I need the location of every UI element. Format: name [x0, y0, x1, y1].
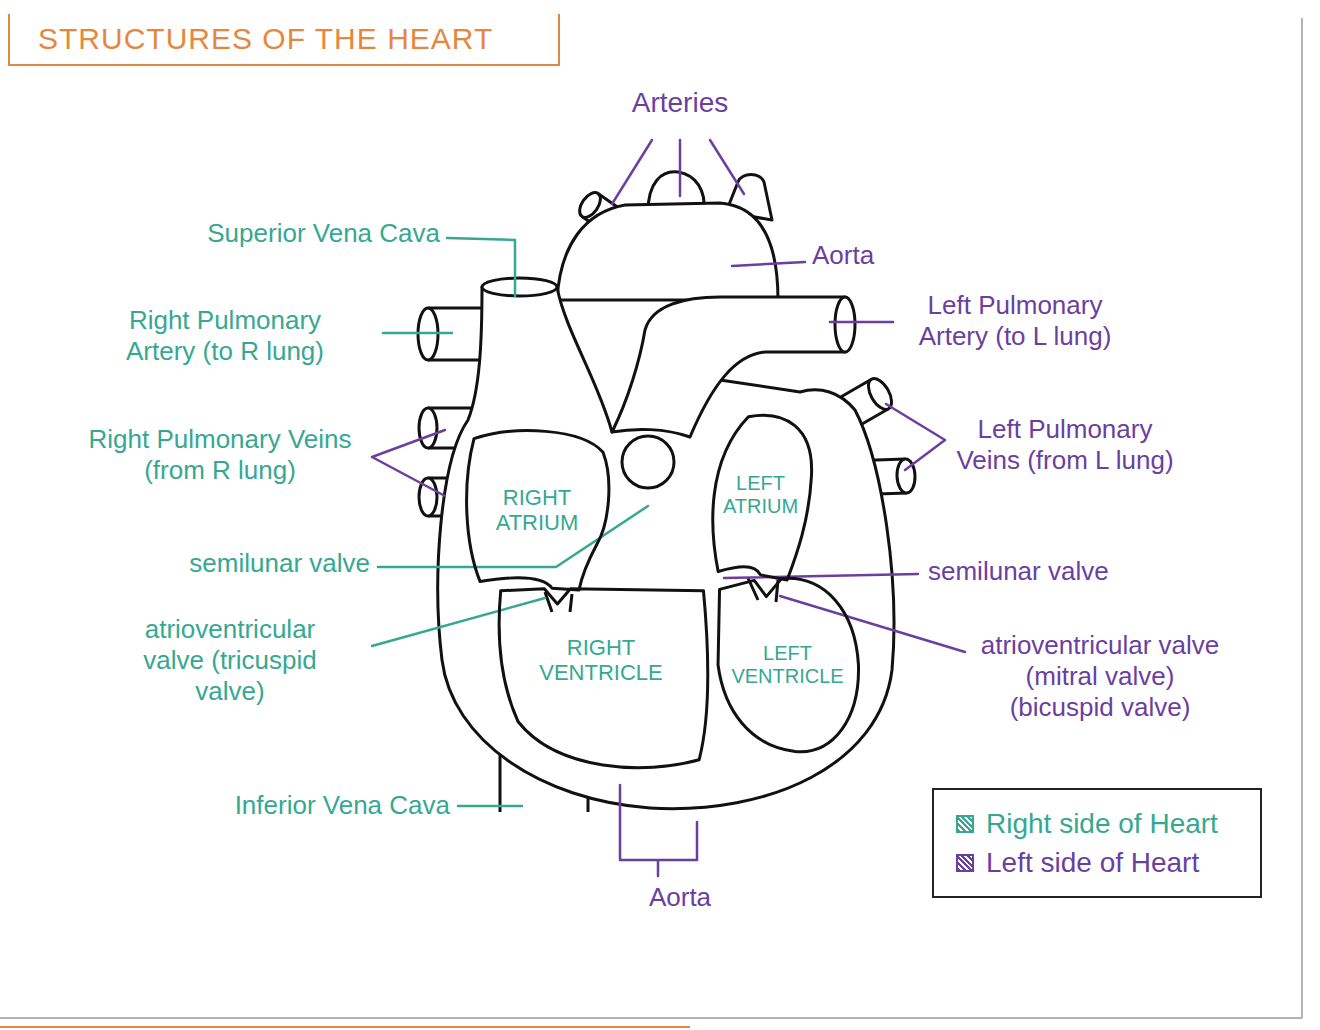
leader-line: [447, 238, 515, 296]
page-frame: [0, 1017, 1302, 1019]
bracket: [620, 785, 697, 876]
valve-label: atrioventricular valve (tricuspid valve): [120, 614, 340, 708]
legend-row: Left side of Heart: [956, 845, 1244, 880]
valve-label: atrioventricular valve (mitral valve) (b…: [975, 630, 1225, 724]
leader-line: [458, 805, 522, 808]
aortic-root: [622, 436, 674, 488]
leader-line: [724, 574, 918, 578]
chamber-label: RIGHT ATRIUM: [482, 485, 592, 536]
leader-line: [612, 140, 744, 204]
legend-box: Right side of HeartLeft side of Heart: [932, 788, 1262, 898]
leader-line: [383, 332, 452, 335]
vessel-label: Arteries: [600, 86, 760, 120]
heart-chamber: RIGHT VENTRICLE: [492, 585, 710, 775]
leader-line: [372, 430, 445, 496]
title-text: STRUCTURES OF THE HEART: [38, 22, 518, 56]
vessel-label: Inferior Vena Cava: [150, 790, 450, 821]
leader-line: [732, 262, 805, 266]
pulmonary-artery-opening: [835, 297, 855, 352]
heart-outline: [438, 287, 894, 809]
chamber-text-block: LEFT VENTRICLE: [725, 642, 850, 688]
aortic-arch: [557, 203, 778, 300]
vessel-label: Right Pulmonary Veins (from R lung): [85, 424, 355, 486]
vessel-label: Aorta: [620, 882, 740, 913]
page-frame: [1301, 18, 1303, 1018]
legend-swatch: [956, 815, 974, 833]
legend-text: Left side of Heart: [986, 845, 1199, 880]
vessel-label: Right Pulmonary Artery (to R lung): [95, 305, 355, 367]
pulmonary-trunk: [612, 297, 845, 437]
chamber-text-block: LEFT ATRIUM: [713, 472, 808, 518]
chamber-wall: [718, 578, 858, 751]
chamber-label: LEFT ATRIUM: [713, 472, 808, 518]
legend-swatch: [956, 854, 974, 872]
chamber-label: RIGHT VENTRICLE: [531, 635, 671, 686]
heart-chamber: LEFT VENTRICLE: [712, 575, 863, 755]
title-box: STRUCTURES OF THE HEART: [8, 14, 560, 66]
page-rule: [0, 1026, 690, 1028]
legend-text: Right side of Heart: [986, 806, 1218, 841]
valve-label: semilunar valve: [928, 556, 1158, 587]
chamber-wall: [713, 415, 812, 580]
chamber-wall: [467, 431, 609, 590]
chamber-text-block: RIGHT VENTRICLE: [531, 635, 671, 686]
vessel-label: Superior Vena Cava: [140, 218, 440, 249]
leader-line: [372, 598, 545, 646]
chamber-wall: [499, 589, 708, 768]
vena-cava-opening: [482, 278, 557, 296]
heart-chamber: LEFT ATRIUM: [700, 410, 821, 580]
vessel-label: Aorta: [812, 240, 932, 271]
pulmonary-vein-opening: [419, 408, 437, 448]
vessel-label: Left Pulmonary Veins (from L lung): [950, 414, 1180, 476]
chamber-text-block: RIGHT ATRIUM: [482, 485, 592, 536]
legend-row: Right side of Heart: [956, 806, 1244, 841]
valve-label: semilunar valve: [130, 548, 370, 579]
leader-line: [830, 321, 893, 324]
leader-line: [886, 404, 945, 470]
vessel-label: Left Pulmonary Artery (to L lung): [900, 290, 1130, 352]
heart-chamber: RIGHT ATRIUM: [462, 425, 612, 595]
chamber-label: LEFT VENTRICLE: [725, 642, 850, 688]
